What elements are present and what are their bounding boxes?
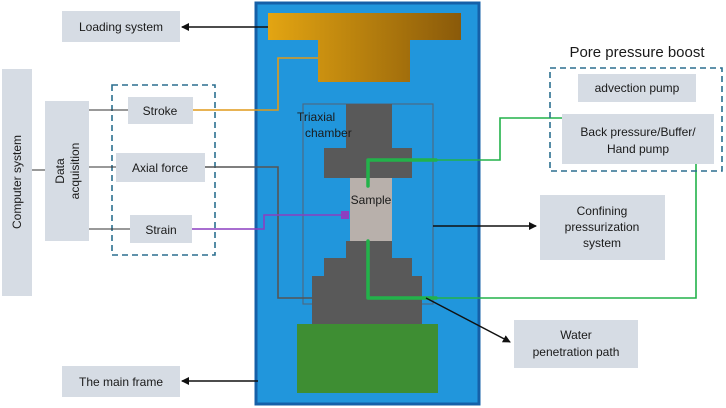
stroke-box <box>128 97 193 124</box>
loading-piston <box>268 13 461 82</box>
back-pressure-label-line1: Back pressure/Buffer/ <box>580 125 696 139</box>
pore-pressure-title: Pore pressure boost <box>569 44 705 61</box>
data-acquisition-line2: acquisition <box>68 143 82 200</box>
confining-label-line1: Confining <box>577 204 628 218</box>
axial-force-signal-line <box>205 166 312 299</box>
water-path-label-line2: penetration path <box>533 345 620 359</box>
confining-label-line3: system <box>583 236 621 250</box>
drainage-pipes <box>366 158 438 300</box>
water-path-label-line1: Water <box>560 328 592 342</box>
back-pressure-label-line2: Hand pump <box>607 142 669 156</box>
loading-system-label: Loading system <box>79 20 163 34</box>
strain-signal-line <box>192 214 345 230</box>
strain-label: Strain <box>145 223 176 237</box>
upper-rod <box>346 104 392 148</box>
computer-system-label: Computer system <box>10 135 24 229</box>
lower-pore-line <box>436 158 697 299</box>
pore-pressure-group <box>549 67 723 172</box>
computer-system-box <box>2 69 32 296</box>
sensor-group <box>111 84 216 256</box>
confining-box <box>540 195 665 260</box>
axial-force-box <box>116 153 205 182</box>
back-pressure-box <box>562 114 714 164</box>
advection-pump-label: advection pump <box>595 81 680 95</box>
main-frame-label: The main frame <box>79 375 163 389</box>
data-acquisition-line1: Data <box>53 158 67 184</box>
sample-block <box>350 178 392 241</box>
data-acquisition-box <box>45 101 89 241</box>
strain-gauge <box>341 211 349 219</box>
advection-pump-box <box>578 74 696 102</box>
water-path-box <box>514 320 638 368</box>
confining-label-line2: pressurization <box>565 220 640 234</box>
triaxial-label-line2: chamber <box>305 126 352 140</box>
sample-label: Sample <box>351 193 392 207</box>
loading-system-box <box>62 11 180 42</box>
green-base <box>297 324 438 393</box>
strain-box <box>130 215 192 243</box>
upper-pore-line <box>436 117 562 161</box>
stroke-label: Stroke <box>143 104 178 118</box>
stroke-signal-line <box>193 57 318 111</box>
main-frame-box <box>62 366 180 397</box>
triaxial-label-line1: Triaxial <box>297 110 335 124</box>
water-path-arrow <box>425 297 511 343</box>
axial-force-label: Axial force <box>132 161 188 175</box>
